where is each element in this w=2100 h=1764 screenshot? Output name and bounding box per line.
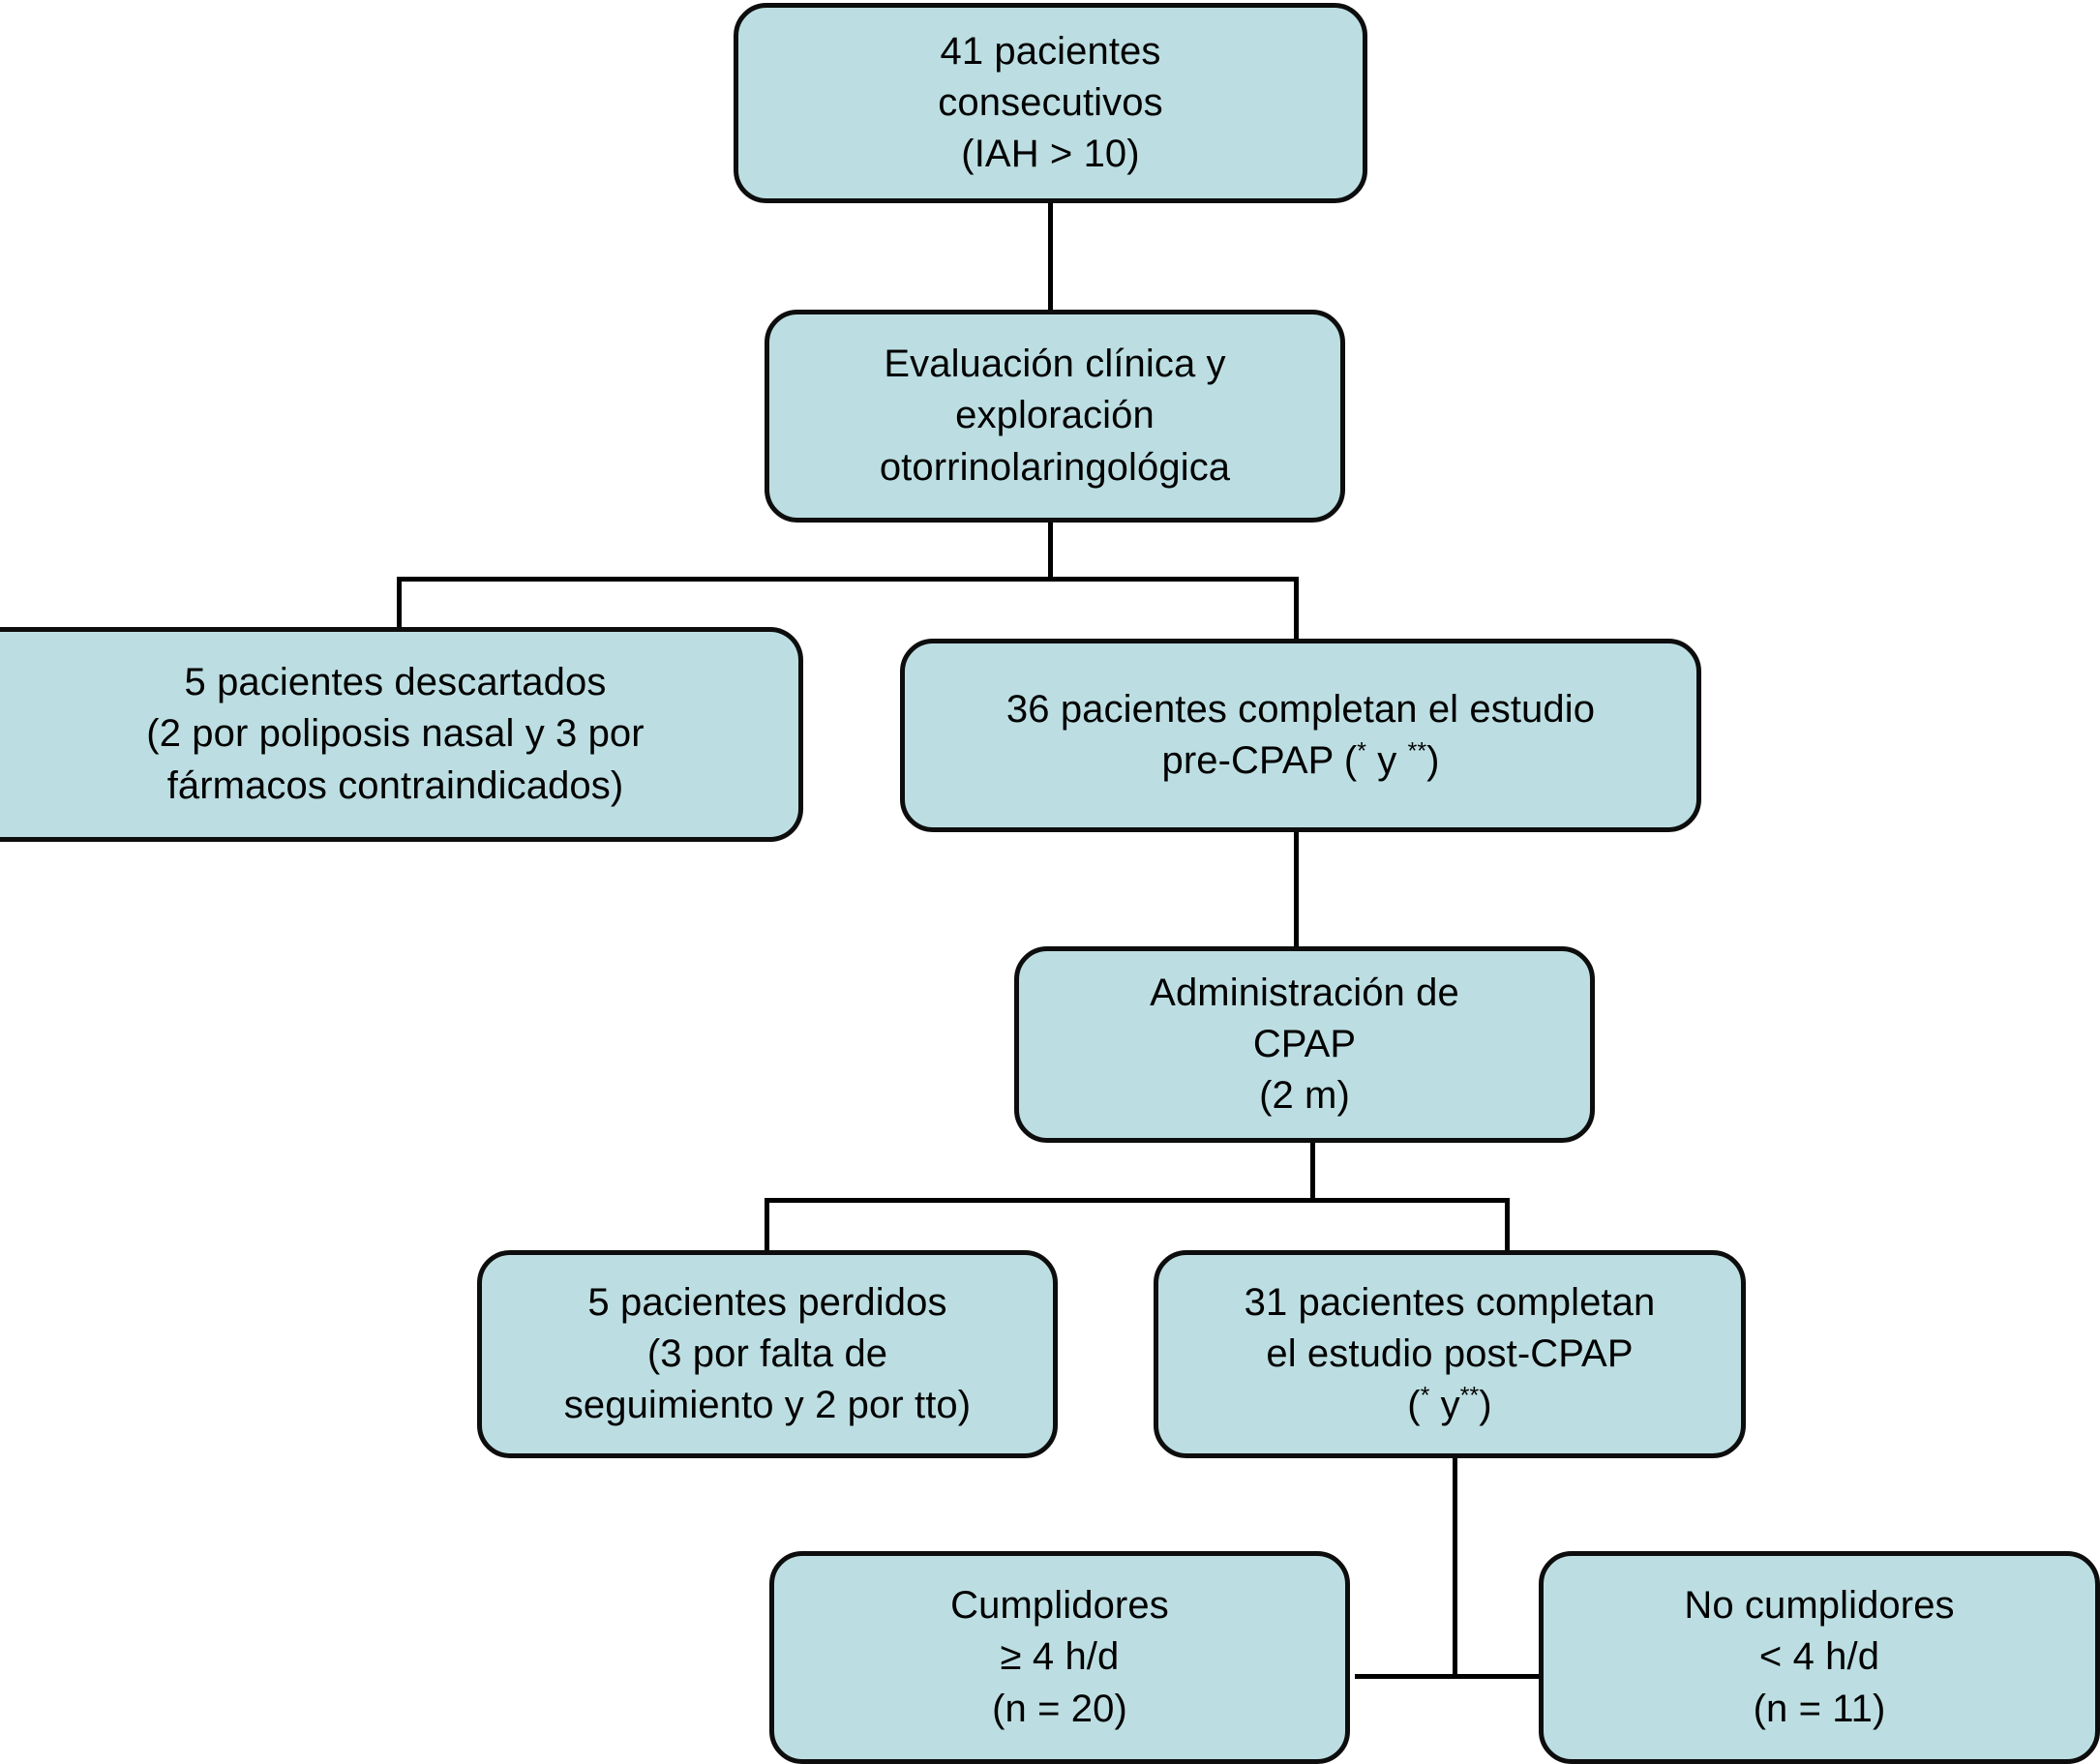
connector-outcome-split-bar (1355, 1674, 1539, 1679)
node-compliant[interactable]: Cumplidores ≥ 4 h/d (n = 20) (769, 1551, 1350, 1764)
node-cpap-administration-label: Administración de CPAP (2 m) (1150, 971, 1459, 1118)
node-pre-cpap-line2-suffix: ) (1426, 739, 1440, 782)
node-compliant-label: Cumplidores ≥ 4 h/d (n = 20) (950, 1584, 1169, 1730)
node-noncompliant-label: No cumplidores < 4 h/d (n = 11) (1684, 1584, 1955, 1730)
node-excluded-patients-label: 5 pacientes descartados (2 por poliposis… (146, 661, 645, 807)
node-post-cpap-line3-prefix: ( (1407, 1384, 1421, 1427)
connector-assessment-stem (1048, 519, 1053, 581)
connector-to-pre-cpap (1294, 577, 1299, 643)
node-pre-cpap-marker-2: ** (1407, 738, 1427, 765)
node-post-cpap-marker-2: ** (1459, 1383, 1480, 1410)
node-enrollment-label: 41 pacientes consecutivos (IAH > 10) (938, 29, 1163, 176)
node-pre-cpap-line2-middle: y (1366, 739, 1408, 782)
node-post-cpap-line3-suffix: ) (1479, 1384, 1492, 1427)
connector-precpap-to-cpap (1294, 828, 1299, 956)
connector-enrollment-to-assessment (1048, 199, 1053, 315)
node-post-cpap-completers-label: 31 pacientes completan el estudio post-CP… (1158, 1226, 1741, 1483)
connector-assessment-split-bar (397, 577, 1299, 582)
node-enrollment[interactable]: 41 pacientes consecutivos (IAH > 10) (734, 3, 1367, 203)
node-lost-patients-label: 5 pacientes perdidos (3 por falta de seg… (563, 1280, 972, 1427)
connector-to-excluded (397, 577, 402, 631)
node-excluded-patients[interactable]: 5 pacientes descartados (2 por poliposis… (0, 627, 803, 842)
connector-cpap-split-bar (765, 1198, 1510, 1203)
connector-cpap-stem (1310, 1140, 1315, 1202)
connector-to-lost (765, 1198, 769, 1254)
node-noncompliant[interactable]: No cumplidores < 4 h/d (n = 11) (1539, 1551, 2100, 1764)
node-post-cpap-completers[interactable]: 31 pacientes completan el estudio post-CP… (1154, 1250, 1746, 1458)
node-clinical-assessment[interactable]: Evaluación clínica y exploración otorrin… (765, 310, 1345, 523)
node-pre-cpap-line1: 36 pacientes completan el estudio (1005, 687, 1596, 731)
node-post-cpap-line1: 31 pacientes completan (1244, 1280, 1656, 1324)
node-clinical-assessment-label: Evaluación clínica y exploración otorrin… (879, 343, 1231, 489)
node-post-cpap-line3-middle: y (1429, 1384, 1460, 1427)
node-pre-cpap-completers-label: 36 pacientes completan el estudio pre-CPA… (905, 633, 1696, 839)
node-pre-cpap-line2-prefix: pre-CPAP ( (1161, 739, 1358, 782)
node-pre-cpap-marker-1: * (1357, 738, 1367, 765)
node-pre-cpap-completers[interactable]: 36 pacientes completan el estudio pre-CPA… (900, 639, 1701, 832)
node-post-cpap-marker-1: * (1420, 1383, 1430, 1410)
connector-to-post-cpap (1505, 1198, 1510, 1254)
connector-postcpap-stem (1453, 1455, 1457, 1678)
node-lost-patients[interactable]: 5 pacientes perdidos (3 por falta de seg… (477, 1250, 1058, 1458)
node-cpap-administration[interactable]: Administración de CPAP (2 m) (1014, 946, 1595, 1143)
node-post-cpap-line2: el estudio post-CPAP (1266, 1331, 1634, 1375)
